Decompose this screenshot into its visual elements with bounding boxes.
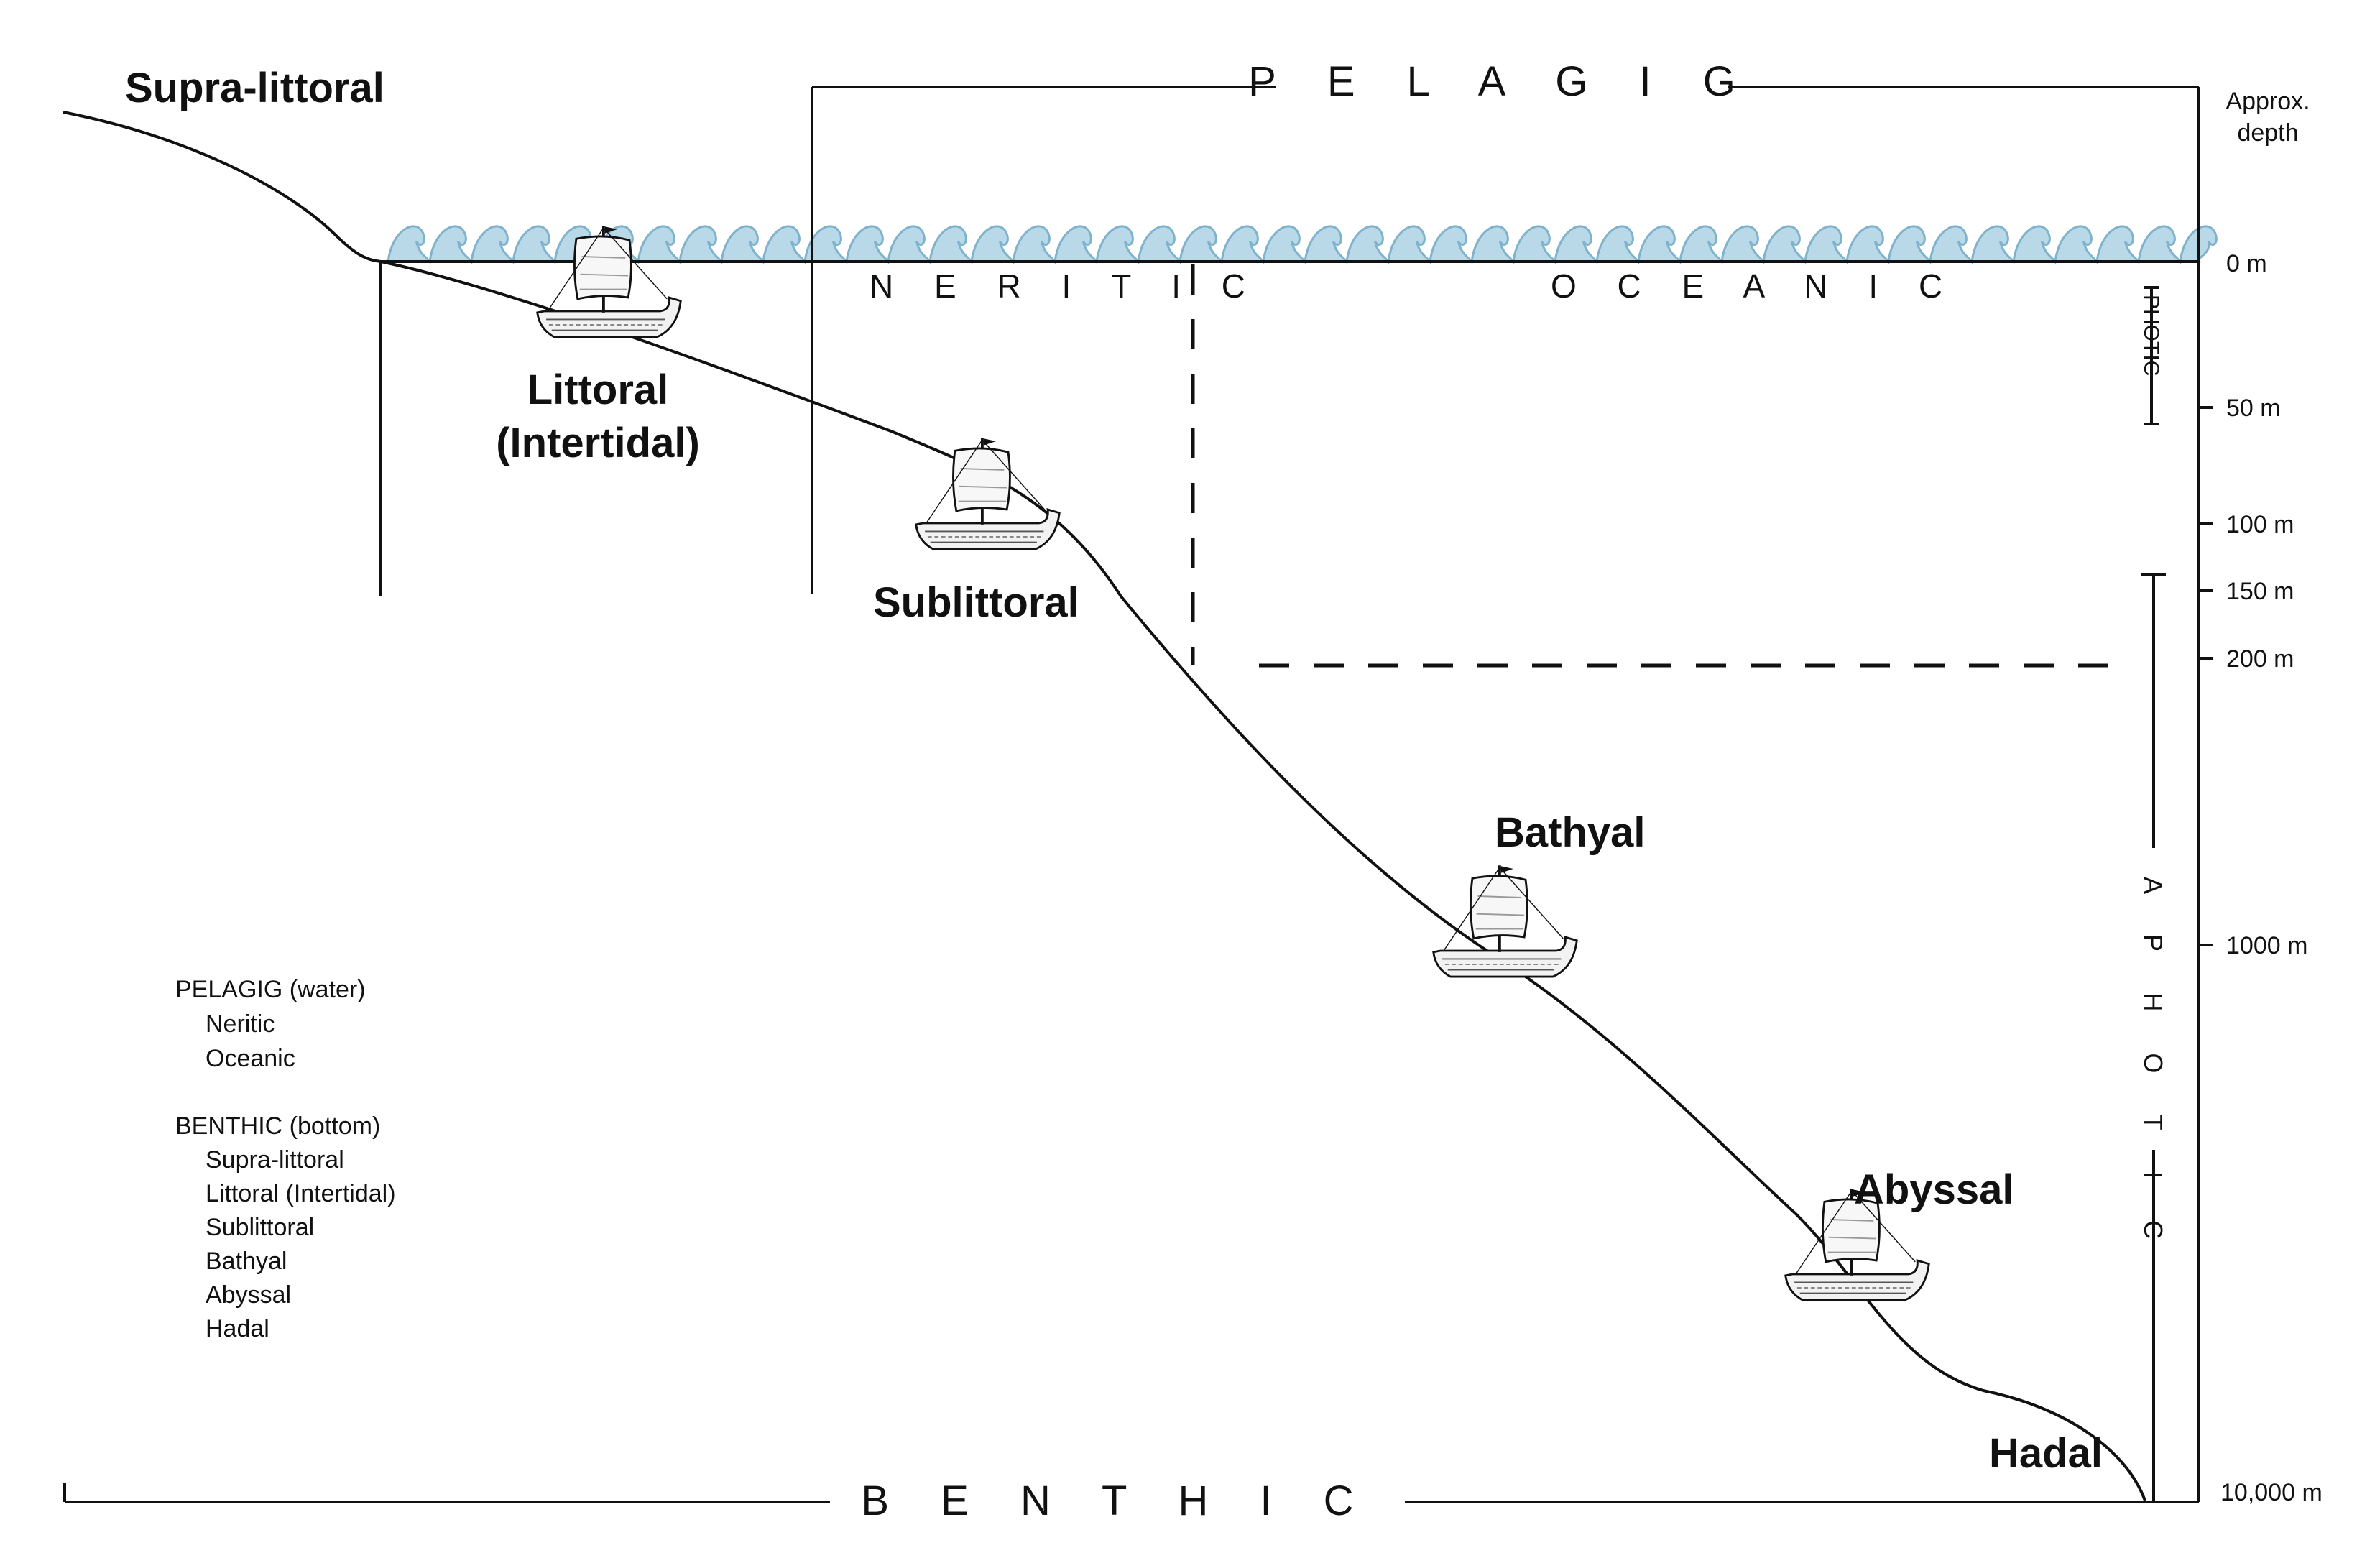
legend-item: Hadal <box>206 1315 269 1342</box>
depth-scale: Approx. depth 0 m 50 m 100 m 150 m 200 m… <box>2199 88 2323 1506</box>
wave-icon <box>387 225 2218 265</box>
depth-tick: 0 m <box>2226 250 2267 277</box>
depth-tick: 100 m <box>2226 511 2294 538</box>
legend-item: Oceanic <box>206 1045 295 1072</box>
sublittoral-label: Sublittoral <box>873 579 1079 626</box>
legend-heading: PELAGIG (water) <box>175 976 366 1003</box>
depth-tick: 50 m <box>2226 395 2281 422</box>
photic-label: PHOTIC <box>2139 295 2163 376</box>
ship-icon <box>914 436 1061 550</box>
legend-item: Neritic <box>206 1010 275 1038</box>
neritic-label: N E R I T I C <box>870 267 1261 305</box>
seafloor-profile <box>63 111 2146 1501</box>
littoral-label: Littoral <box>527 367 669 413</box>
legend-item: Littoral (Intertidal) <box>206 1180 396 1207</box>
legend: PELAGIG (water) Neritic Oceanic BENTHIC … <box>175 976 396 1342</box>
depth-tick: 10,000 m <box>2220 1479 2323 1506</box>
oceanic-label: O C E A N I C <box>1551 267 1958 305</box>
depth-tick: 1000 m <box>2226 932 2307 959</box>
ship-icon <box>1431 864 1579 978</box>
depth-tick: 200 m <box>2226 645 2294 673</box>
legend-item: Bathyal <box>206 1248 287 1275</box>
legend-item: Sublittoral <box>206 1214 314 1241</box>
depth-tick: 150 m <box>2226 578 2294 605</box>
depth-header-line1: Approx. <box>2226 88 2310 115</box>
legend-heading: BENTHIC (bottom) <box>175 1112 380 1140</box>
aphotic-label: A P H O T I C <box>2139 877 2168 1256</box>
sea-surface <box>381 225 2218 265</box>
supra-littoral-label: Supra-littoral <box>125 65 384 111</box>
legend-item: Abyssal <box>206 1281 291 1309</box>
benthic-label: B E N T H I C <box>861 1478 1373 1524</box>
frame-lines <box>63 86 2200 1503</box>
legend-item: Supra-littoral <box>206 1146 344 1174</box>
intertidal-label: (Intertidal) <box>496 420 700 466</box>
bathyal-label: Bathyal <box>1495 809 1646 856</box>
depth-header-line2: depth <box>2237 119 2298 147</box>
hadal-label: Hadal <box>1989 1430 2103 1477</box>
pelagic-label: P E L A G I G <box>1248 58 1756 105</box>
abyssal-label: Abyssal <box>1854 1166 2014 1213</box>
